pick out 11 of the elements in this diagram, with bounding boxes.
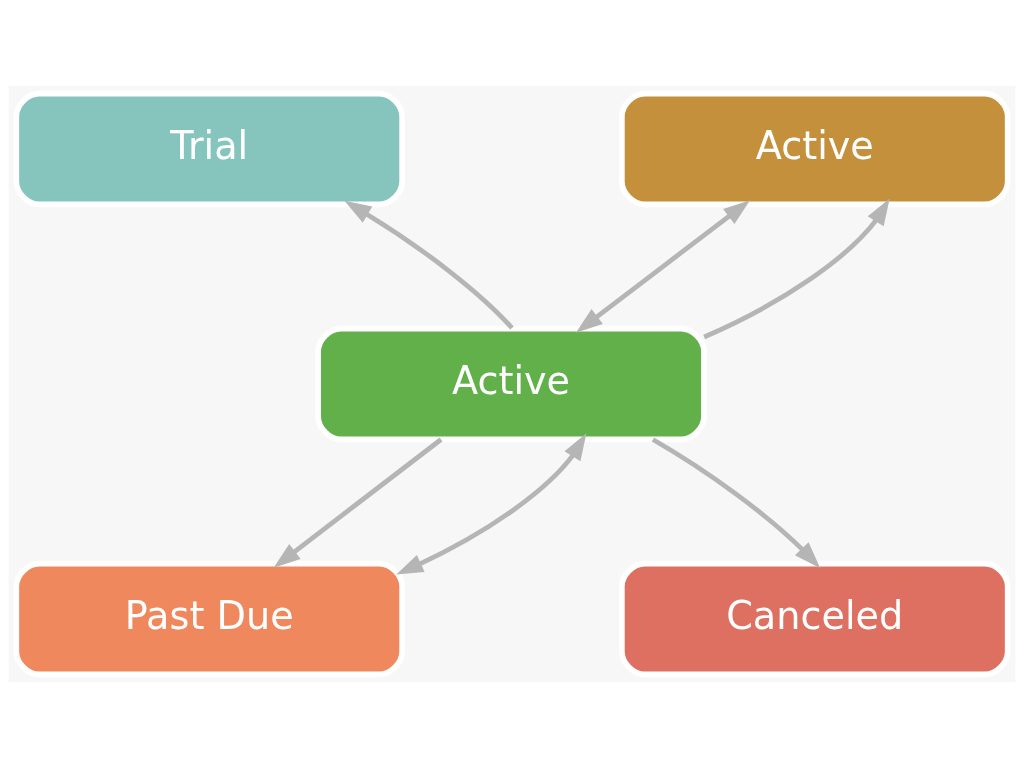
arrow [575, 200, 751, 333]
node-box: Past Due [13, 560, 406, 678]
arrow [396, 433, 587, 575]
arrow [703, 198, 890, 340]
node-box: Canceled [618, 560, 1011, 678]
arrow [344, 200, 514, 330]
node-box: Active [315, 325, 707, 443]
node-box: Active [618, 90, 1011, 208]
arrow [651, 437, 821, 569]
arrow [273, 437, 443, 568]
node-box: Trial [13, 90, 406, 208]
